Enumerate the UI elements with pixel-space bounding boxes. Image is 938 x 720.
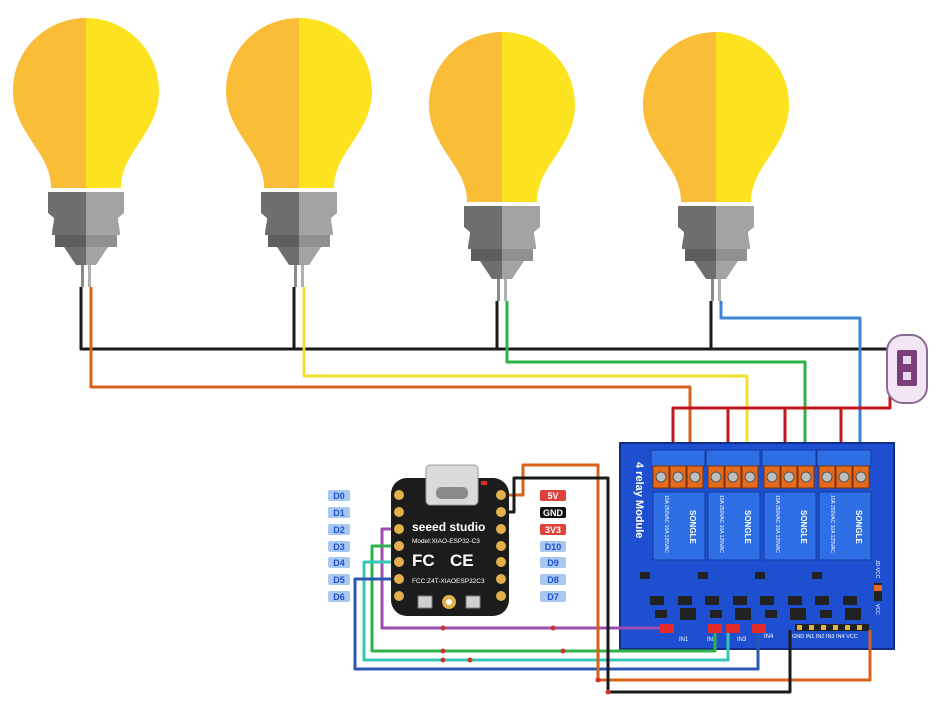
relay-brand: SONGLE (799, 510, 808, 544)
power-connector-icon (886, 334, 928, 404)
input-label-1: IN1 (679, 637, 689, 643)
pin-label-d7: D7 (547, 592, 559, 602)
fc-mark: FC (412, 551, 435, 570)
lamp-wires (79, 287, 892, 470)
pin-label-d3: D3 (333, 542, 345, 552)
pin-label-gnd: GND (543, 508, 564, 518)
bulb-4 (643, 32, 789, 301)
input-label-3: IN3 (737, 637, 747, 643)
relay-spec: 10A 250VAC 10A 125VAC (774, 495, 780, 553)
bulb-1 (13, 18, 159, 287)
input-label-4: IN4 (764, 634, 774, 640)
pin-label-d2: D2 (333, 525, 345, 535)
pin-label-d9: D9 (547, 558, 559, 568)
boot-button[interactable] (417, 595, 433, 609)
reset-button[interactable] (465, 595, 481, 609)
relay-module: 4 relay Module SONGLE SONGLE SONGLE SONG… (619, 442, 895, 650)
relay-spec: 10A 250VAC 10A 125VAC (663, 495, 669, 553)
relay-header-pins (795, 624, 869, 631)
bulb-2 (226, 18, 372, 287)
relay-brand: SONGLE (854, 510, 863, 544)
pin-label-d4: D4 (333, 558, 345, 568)
pin-label-d5: D5 (333, 575, 345, 585)
relay-brand: SONGLE (688, 510, 697, 544)
fcc-id: FCC:Z4T-XIAOESP32C3 (412, 578, 485, 585)
xiao-brand: seeed studio (412, 520, 485, 534)
ce-mark: CE (450, 551, 474, 570)
pin-label-5v: 5V (547, 491, 558, 501)
jd-vcc-label: JD-VCC (874, 560, 880, 579)
xiao-model: Model:XIAO-ESP32-C3 (412, 538, 480, 545)
pin-label-3v3: 3V3 (545, 525, 561, 535)
left-pin-labels: D0 D1 D2 D3 D4 D5 D6 (328, 490, 350, 602)
header-pin-labels: GND IN1 IN2 IN3 IN4 VCC (792, 634, 858, 640)
pin-label-d0: D0 (333, 491, 345, 501)
relay-brand: SONGLE (743, 510, 752, 544)
relay-spec: 10A 250VAC 10A 125VAC (718, 495, 724, 553)
xiao-esp32c3-board: seeed studio Model:XIAO-ESP32-C3 FC CE F… (391, 464, 509, 616)
pin-label-d8: D8 (547, 575, 559, 585)
pin-label-d1: D1 (333, 508, 345, 518)
control-wires (353, 463, 872, 695)
right-pin-labels: 5V GND 3V3 D10 D9 D8 D7 (540, 490, 566, 602)
vcc-label: VCC (874, 604, 880, 615)
bulb-3 (429, 32, 575, 301)
pin-label-d6: D6 (333, 592, 345, 602)
relay-spec: 10A 250VAC 10A 125VAC (829, 495, 835, 553)
pin-label-d10: D10 (545, 542, 562, 552)
relay-module-title: 4 relay Module (633, 462, 645, 538)
input-label-2: IN2 (707, 637, 717, 643)
